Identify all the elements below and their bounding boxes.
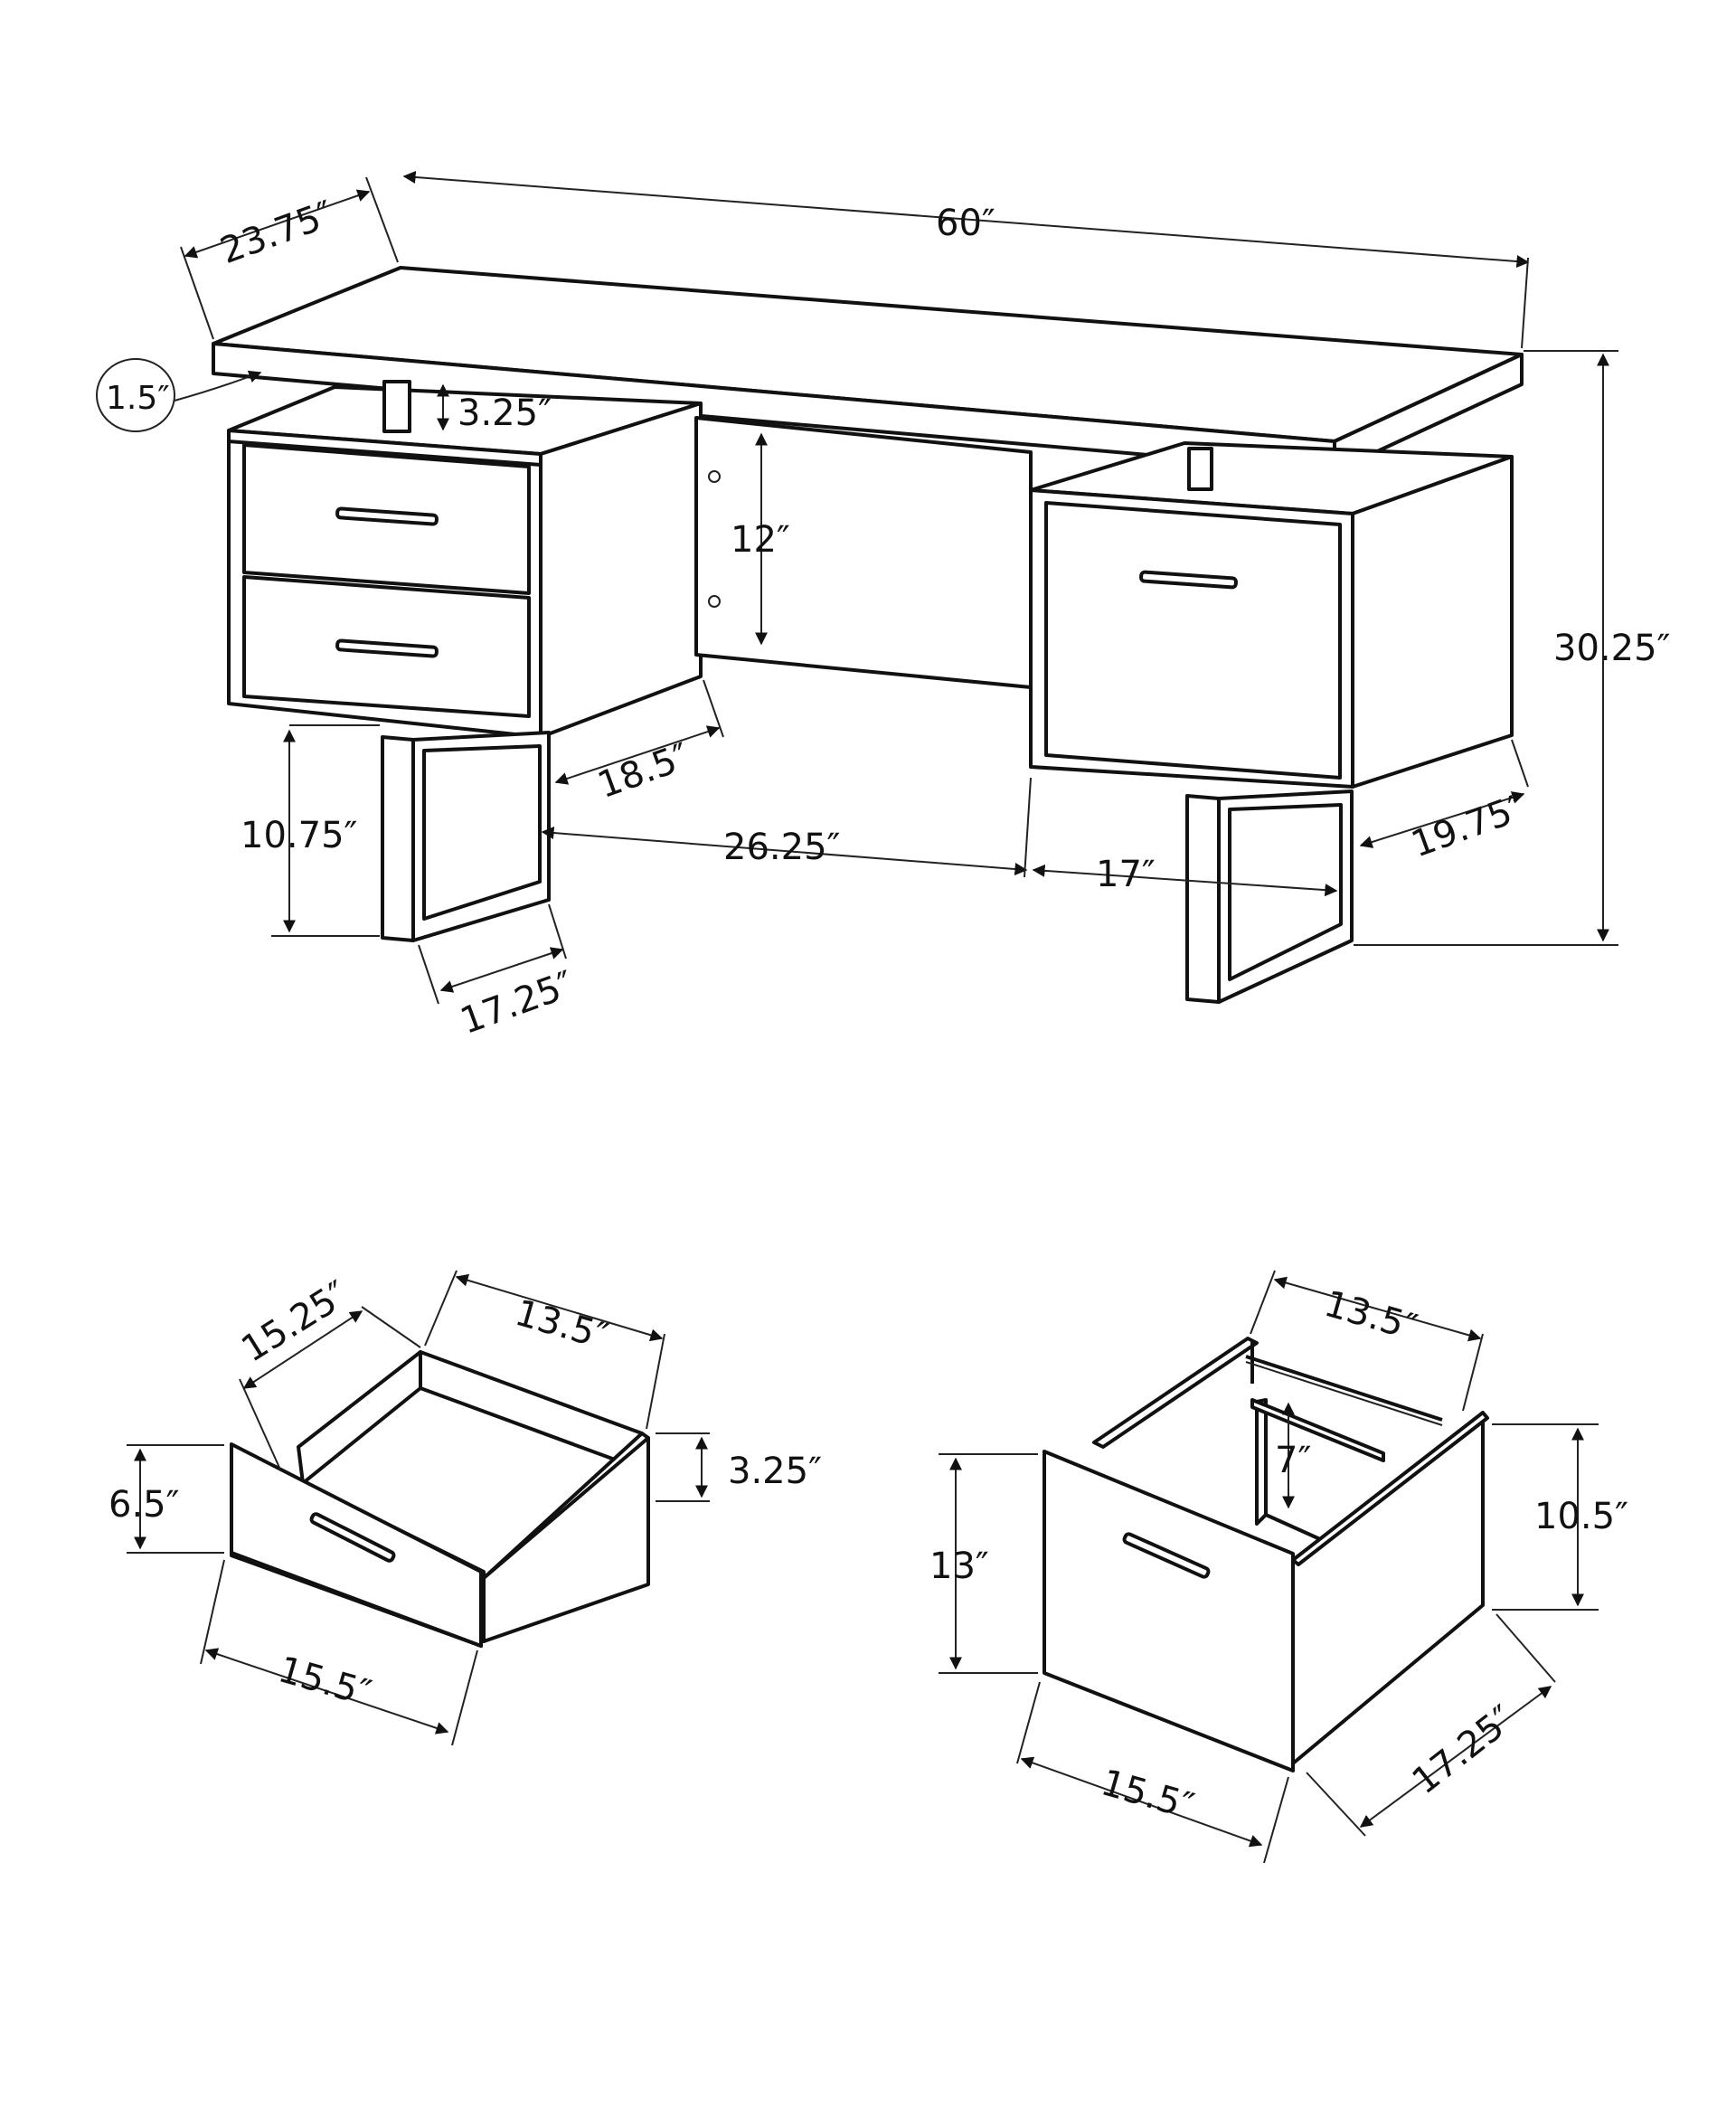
drawer-handle [1139,570,1238,590]
drawer-handle [335,638,439,658]
right-spacer [1187,447,1213,491]
drawer-handle [309,1512,396,1563]
file-drawer-right-rail [1291,1411,1489,1566]
dim-file-drawer-front-width: 15.5″ [1097,1762,1199,1828]
dim-file-drawer-rail-height: 7″ [1275,1440,1311,1481]
dim-desk-depth: 23.75″ [215,194,339,273]
dim-small-drawer-front-height: 6.5″ [108,1484,180,1526]
dim-small-drawer-side-height: 3.25″ [728,1451,822,1492]
dim-spacer-height: 3.25″ [458,392,552,434]
dim-small-drawer-depth: 15.25″ [234,1273,355,1371]
file-drawer-front [1044,501,1342,780]
file-drawer-left-rail [1092,1337,1259,1449]
dim-file-drawer-inner-width: 13.5″ [1320,1283,1422,1349]
dim-desk-width: 60″ [936,203,995,244]
drawer-handle [335,506,439,526]
dim-knee-space: 26.25″ [723,827,840,868]
dim-file-drawer-depth: 17.25″ [1405,1697,1523,1802]
drawer-right-side [482,1436,650,1643]
dim-file-drawer-front-height: 13″ [929,1546,989,1587]
dim-leg-depth: 17.25″ [455,963,579,1043]
left-cabinet-side [539,402,703,739]
dim-left-cabinet-depth: 18.5″ [592,735,694,807]
desk-drawing: 23.75″ 60″ 1.5″ 3.25″ 12″ 30.25″ 18.5″ 1… [96,170,1670,1043]
dim-leg-height: 10.75″ [241,815,357,856]
dim-modesty-panel: 12″ [731,519,790,561]
right-cabinet-side [1351,455,1514,789]
dim-small-drawer-inner-width: 13.5″ [511,1292,613,1358]
dim-small-drawer-front-width: 15.5″ [274,1649,376,1715]
dim-overall-height: 30.25″ [1553,628,1670,669]
drawer-left-wall [297,1350,422,1485]
small-drawer-drawing: 15.25″ 13.5″ 6.5″ 3.25″ 15.5″ [108,1270,822,1746]
file-drawer-drawing: 13.5″ 7″ 13″ 10.5″ 15.5″ 17.25″ [929,1270,1628,1864]
dim-file-drawer-side-height: 10.5″ [1534,1496,1628,1537]
dim-top-thickness: 1.5″ [106,380,170,417]
callout-circle [96,358,175,432]
dim-right-cabinet-width: 17″ [1096,854,1156,895]
left-leg [381,731,551,942]
desk-dimension-lines [96,170,1618,1005]
file-drawer-right-side [1291,1413,1485,1765]
right-leg [1185,789,1354,1004]
file-drawer-front-panel [1043,1450,1295,1772]
file-drawer-divider [1255,1398,1268,1526]
drawer-handle [1122,1532,1211,1579]
left-spacer [382,380,411,433]
drawer-back-wall [419,1350,644,1471]
dim-right-cabinet-depth: 19.75″ [1406,787,1530,866]
